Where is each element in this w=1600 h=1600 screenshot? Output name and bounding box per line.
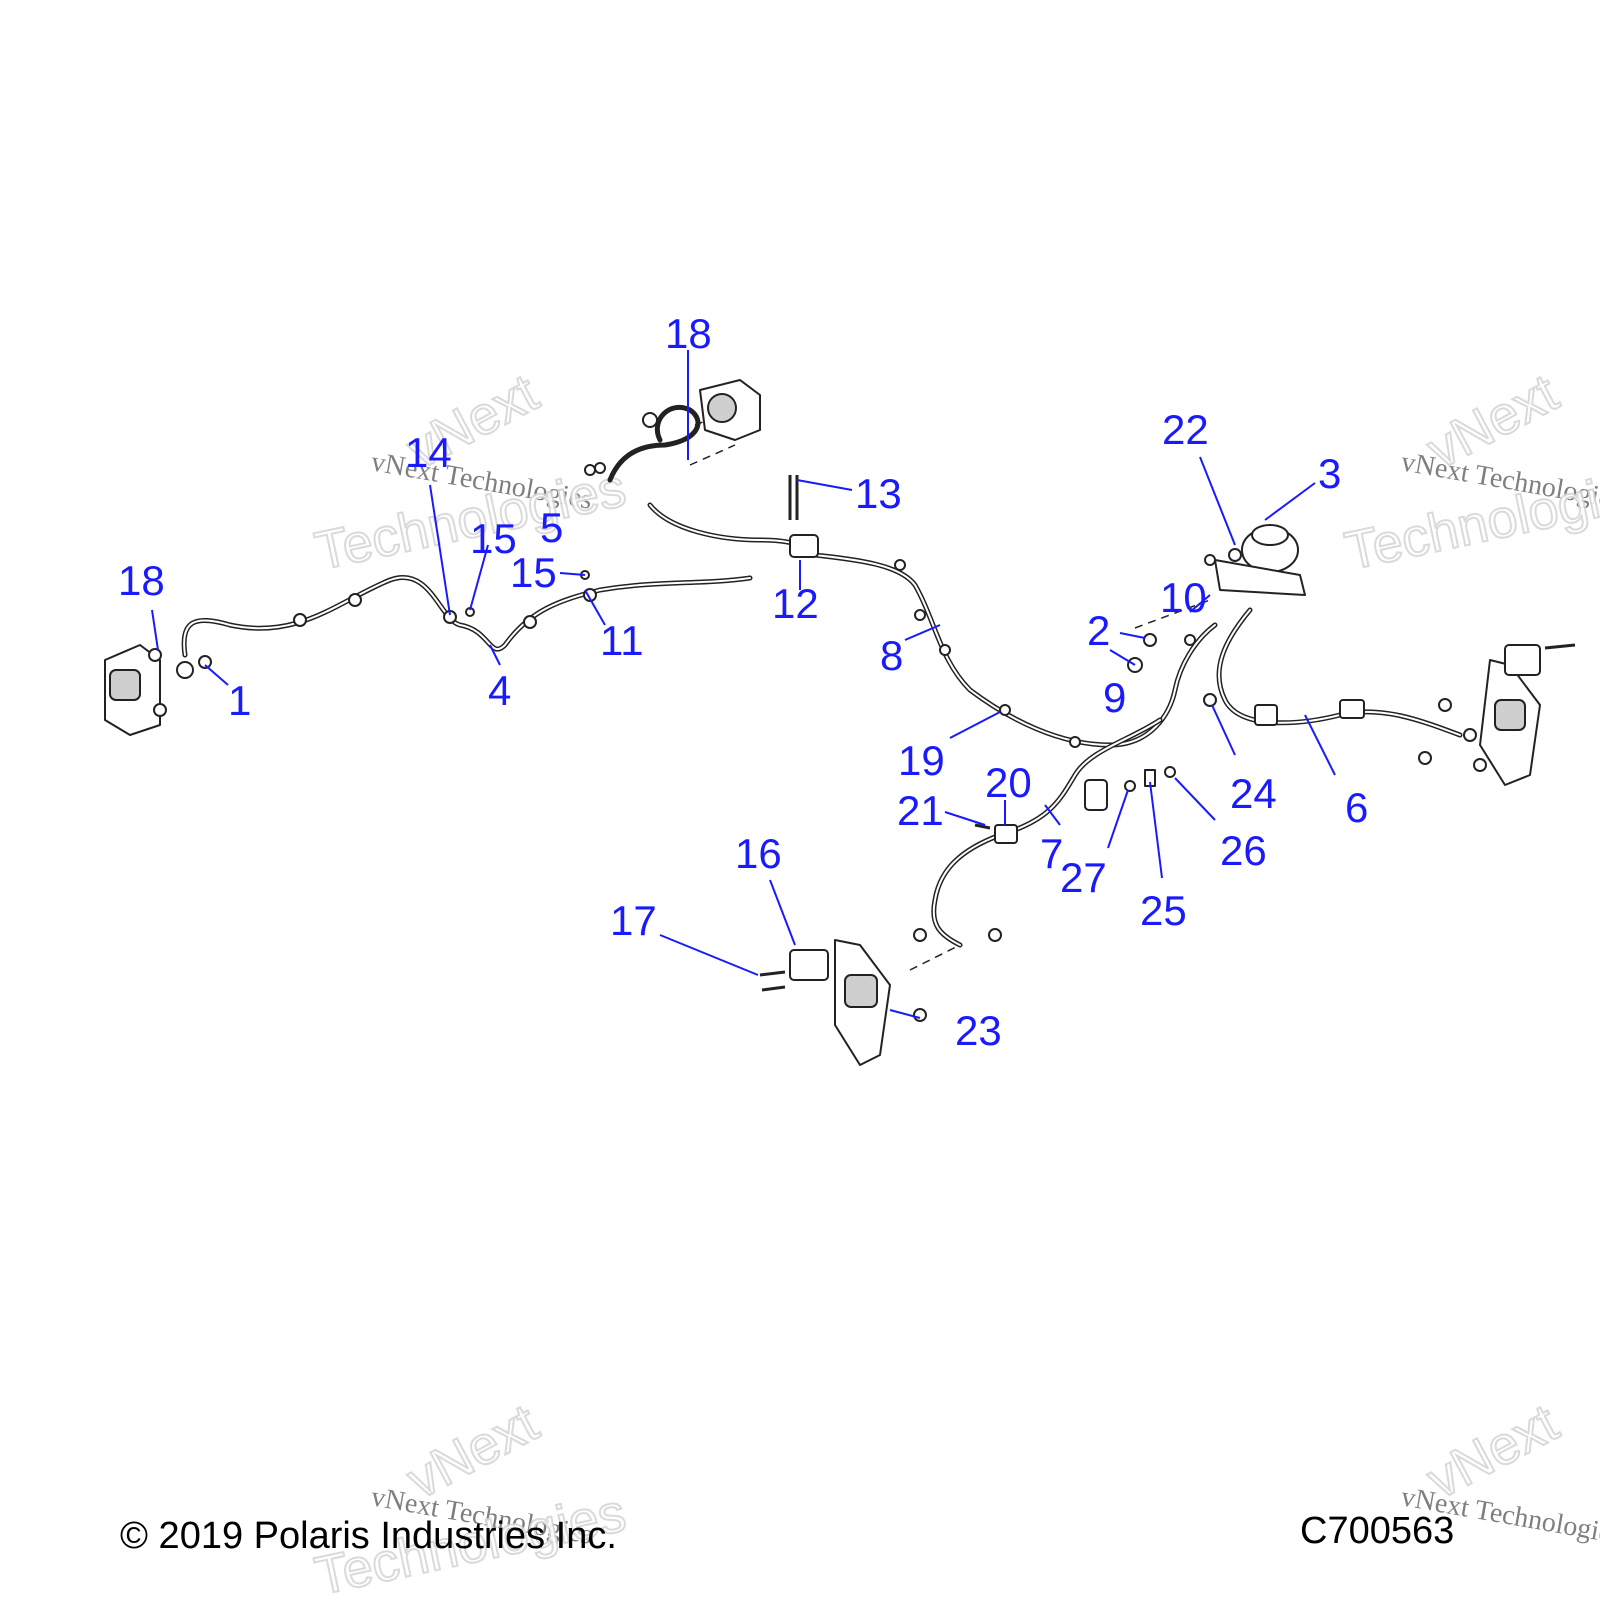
- watermark-text: vNext: [397, 1393, 547, 1511]
- callout-14: 14: [405, 429, 452, 476]
- brake-line-upper-left: [607, 404, 701, 483]
- callout-18-b: 18: [665, 310, 712, 357]
- callout-11: 11: [600, 617, 644, 664]
- copyright-text: © 2019 Polaris Industries Inc.: [120, 1515, 617, 1557]
- callout-2: 2: [1087, 607, 1110, 654]
- callout-9: 9: [1103, 674, 1126, 721]
- callout-3: 3: [1318, 450, 1341, 497]
- callout-26: 26: [1220, 827, 1267, 874]
- callout-5: 5: [540, 504, 563, 551]
- brake-line-to-junction: [647, 502, 813, 553]
- watermark-text: vNext: [1417, 1393, 1567, 1511]
- callout-7: 7: [1040, 830, 1063, 877]
- callout-24: 24: [1230, 770, 1277, 817]
- callout-13: 13: [855, 470, 902, 517]
- small-clips: [293, 559, 1081, 748]
- brake-line-8: [812, 552, 1218, 748]
- callout-10: 10: [1160, 574, 1207, 621]
- rear-caliper: [759, 928, 1002, 1066]
- callout-21: 21: [897, 787, 944, 834]
- brake-line-8-inner: [814, 554, 1216, 747]
- callout-17: 17: [610, 897, 657, 944]
- figure-id: C700563: [1300, 1510, 1455, 1552]
- callout-16: 16: [735, 830, 782, 877]
- left-front-caliper: [104, 644, 212, 736]
- upper-left-caliper: [584, 379, 761, 476]
- callout-19: 19: [898, 737, 945, 784]
- callout-1: 1: [228, 677, 251, 724]
- callout-15-b: 15: [510, 549, 557, 596]
- callout-20: 20: [985, 759, 1032, 806]
- callout-4: 4: [488, 667, 511, 714]
- brake-line-6-inner: [1218, 609, 1461, 736]
- brake-lines: [181, 404, 1463, 971]
- parts: [104, 379, 1576, 1066]
- callout-22: 22: [1162, 406, 1209, 453]
- brake-line-left-front-inner: [183, 576, 751, 656]
- callout-23: 23: [955, 1007, 1002, 1054]
- callout-labels: 1 2 3 4 5 6 7 8 9 10 11 12 13 14 15 15 1…: [118, 310, 1368, 1054]
- fittings-center: [974, 633, 1365, 844]
- callout-15-a: 15: [470, 515, 517, 562]
- assembly-line: [909, 944, 961, 971]
- callout-18-a: 18: [118, 557, 165, 604]
- junction-block: [788, 475, 819, 558]
- callout-8: 8: [880, 632, 903, 679]
- brake-line-left-front: [181, 575, 753, 658]
- callout-27: 27: [1060, 854, 1107, 901]
- callout-12: 12: [772, 580, 819, 627]
- callout-25: 25: [1140, 887, 1187, 934]
- right-front-caliper: [1418, 643, 1576, 786]
- leader-lines: [151, 350, 1336, 1019]
- master-cylinder: [1204, 524, 1306, 596]
- assembly-line: [689, 444, 736, 466]
- callout-6: 6: [1345, 784, 1368, 831]
